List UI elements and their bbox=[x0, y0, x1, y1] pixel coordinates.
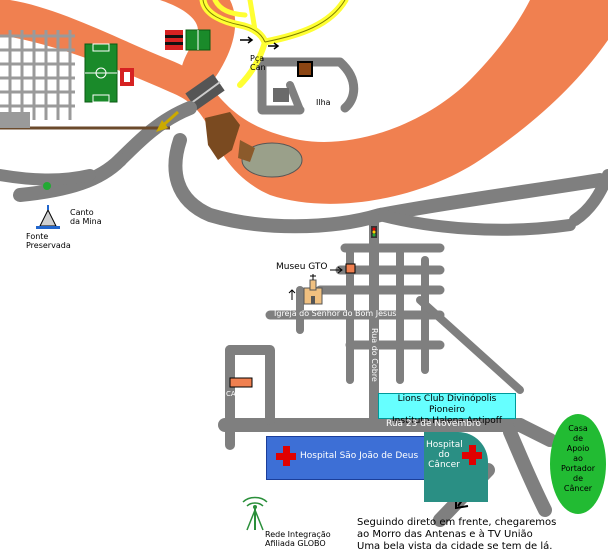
apoio-line-1: Casa bbox=[568, 424, 588, 433]
highway-outline bbox=[202, 0, 346, 43]
fountain-icon bbox=[36, 205, 60, 229]
lions-line-1: Lions Club Divinópolis Pioneiro bbox=[397, 394, 497, 415]
rede-line-1: Rede Integração bbox=[265, 530, 331, 539]
label-canto-da-mina: Canto da Mina bbox=[70, 208, 102, 226]
casa-de-apoio: Casa de Apoio ao Portador de Câncer bbox=[550, 414, 606, 514]
apoio-line-4: ao bbox=[573, 454, 583, 463]
club-badge-icon bbox=[120, 68, 134, 86]
rocks bbox=[205, 112, 240, 160]
label-hospital-cancer: Hospital do Câncer bbox=[426, 440, 463, 470]
museum-icon bbox=[345, 263, 356, 274]
island bbox=[241, 142, 303, 178]
label-rua-23: Rua 23 de Novembro bbox=[386, 419, 481, 429]
arrow-icon bbox=[240, 36, 280, 50]
apoio-line-6: de bbox=[573, 474, 583, 483]
label-carmelo: CARMELO bbox=[226, 390, 261, 398]
rocks-2 bbox=[238, 140, 255, 162]
antenna-icon bbox=[242, 496, 268, 531]
lions-line-2: Instituto Helena Antipoff bbox=[392, 416, 502, 426]
label-igreja: Igreja do Senhor do Bom Jesus bbox=[274, 309, 397, 318]
flamengo-flag-icon bbox=[165, 29, 211, 51]
footer-line-1: Seguindo direto em frente, chegaremos bbox=[357, 517, 557, 528]
label-hospital-sao-joao: Hospital São João de Deus bbox=[300, 451, 419, 461]
hospital-cross-icon bbox=[276, 446, 296, 466]
city-block-lower-left bbox=[0, 112, 30, 128]
label-praca: Pça Can bbox=[250, 54, 266, 72]
hospital-cancer-line-1: Hospital bbox=[426, 440, 463, 450]
footer-line-2: ao Morro das Antenas e à TV União bbox=[357, 529, 533, 540]
footer-directions: Seguindo direto em frente, chegaremos ao… bbox=[357, 517, 556, 553]
label-rede-integracao: Rede Integração Afiliada GLOBO bbox=[265, 530, 331, 548]
lions-club-box: Lions Club Divinópolis Pioneiro Institut… bbox=[378, 393, 516, 426]
label-rua-do-cobre: Rua do Cobre bbox=[370, 328, 379, 382]
hospital-cancer-line-3: Câncer bbox=[428, 460, 460, 470]
label-fonte-preservada: Fonte Preservada bbox=[26, 232, 71, 250]
building-ilha-top bbox=[297, 61, 313, 77]
label-ilha: Ilha bbox=[316, 98, 331, 107]
footer-line-3: Uma bela vista da cidade se tem de lá. bbox=[357, 541, 553, 552]
bridge-line bbox=[189, 81, 221, 105]
museum-arrow bbox=[330, 266, 343, 274]
apoio-line-3: Apoio bbox=[566, 444, 590, 453]
building-ilha bbox=[273, 88, 289, 102]
yellow-arrow-icon bbox=[156, 110, 179, 132]
river bbox=[0, 0, 608, 204]
church-arrow bbox=[288, 289, 296, 300]
hospital-cancer-line-2: do bbox=[438, 450, 450, 460]
rede-line-2: Afiliada GLOBO bbox=[265, 539, 326, 548]
church-icon bbox=[303, 274, 323, 305]
hospital-cancer-cross-icon bbox=[462, 445, 482, 465]
football-field-icon bbox=[84, 43, 118, 103]
apoio-line-2: de bbox=[573, 434, 583, 443]
hospital-cancer bbox=[424, 432, 488, 502]
traffic-light-icon bbox=[371, 226, 377, 238]
apoio-line-5: Portador bbox=[560, 464, 596, 473]
carmelo-building bbox=[229, 377, 253, 388]
label-museu: Museu GTO bbox=[276, 262, 328, 272]
roads bbox=[0, 57, 608, 527]
apoio-line-7: Câncer bbox=[563, 484, 593, 493]
park-dot bbox=[43, 182, 51, 190]
